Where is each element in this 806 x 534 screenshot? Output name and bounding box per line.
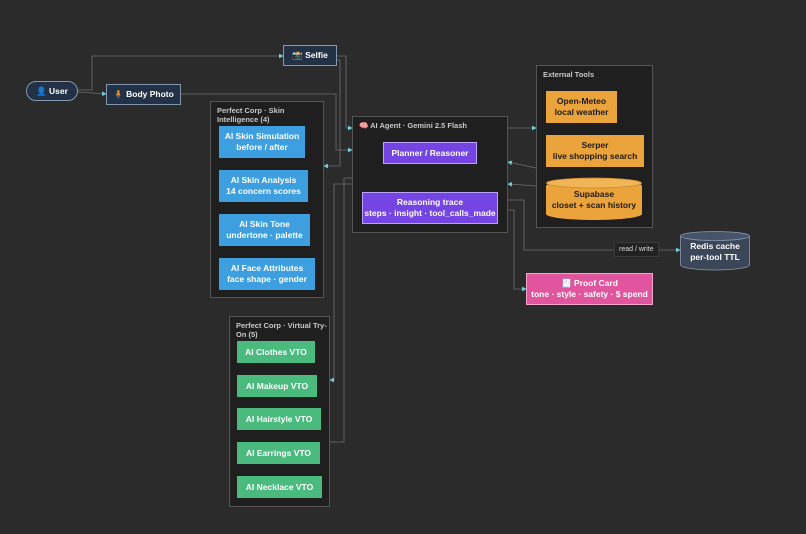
redis-node[interactable]: Redis cache per-tool TTL [690,241,740,262]
edge-user-body [77,91,107,97]
redis-edge-label: read / write [614,242,659,257]
supabase-cylinder-top [546,177,642,189]
planner-node[interactable]: Planner / Reasoner [383,142,477,164]
user-node[interactable]: 👤 User [26,81,78,101]
reasoning-trace-node[interactable]: Reasoning trace steps · insight · tool_c… [362,192,498,224]
external-tools-title: External Tools [543,70,595,79]
earrings-vto-node[interactable]: AI Earrings VTO [237,442,320,464]
open-meteo-node[interactable]: Open-Meteo local weather [546,91,617,123]
clothes-vto-node[interactable]: AI Clothes VTO [237,341,315,363]
redis-cylinder-shape [680,231,750,271]
necklace-vto-node[interactable]: AI Necklace VTO [237,476,322,498]
edge-agent-vto1 [329,183,352,383]
edge-ext-agent2 [507,181,537,187]
edge-body-agent [181,93,353,153]
proof-card-node[interactable]: 🧾 Proof Card tone · style · safety · $ s… [526,273,653,305]
edge-agent-redis [508,199,614,251]
serper-node[interactable]: Serper live shopping search [546,135,644,167]
selfie-node[interactable]: 📸 Selfie [283,45,337,66]
edge-selfie-agent [337,55,353,131]
skin-tone-node[interactable]: AI Skin Tone undertone · palette [219,214,310,246]
virtual-tryon-title: Perfect Corp · Virtual Try-On (5) [236,321,327,339]
skin-simulation-node[interactable]: AI Skin Simulation before / after [219,126,305,158]
edge-ext-agent1 [507,160,537,169]
makeup-vto-node[interactable]: AI Makeup VTO [237,375,317,397]
skin-intelligence-title: Perfect Corp · Skin Intelligence (4) [217,106,285,124]
hairstyle-vto-node[interactable]: AI Hairstyle VTO [237,408,321,430]
agent-title: 🧠 AI Agent · Gemini 2.5 Flash [359,121,467,130]
face-attributes-node[interactable]: AI Face Attributes face shape · gender [219,258,315,290]
edge-agent-vto2 [330,177,352,443]
edge-user-selfie [78,53,284,91]
skin-analysis-node[interactable]: AI Skin Analysis 14 concern scores [219,170,308,202]
body-photo-node[interactable]: 🧍 Body Photo [106,84,181,105]
edge-selfie-skin [323,59,341,169]
